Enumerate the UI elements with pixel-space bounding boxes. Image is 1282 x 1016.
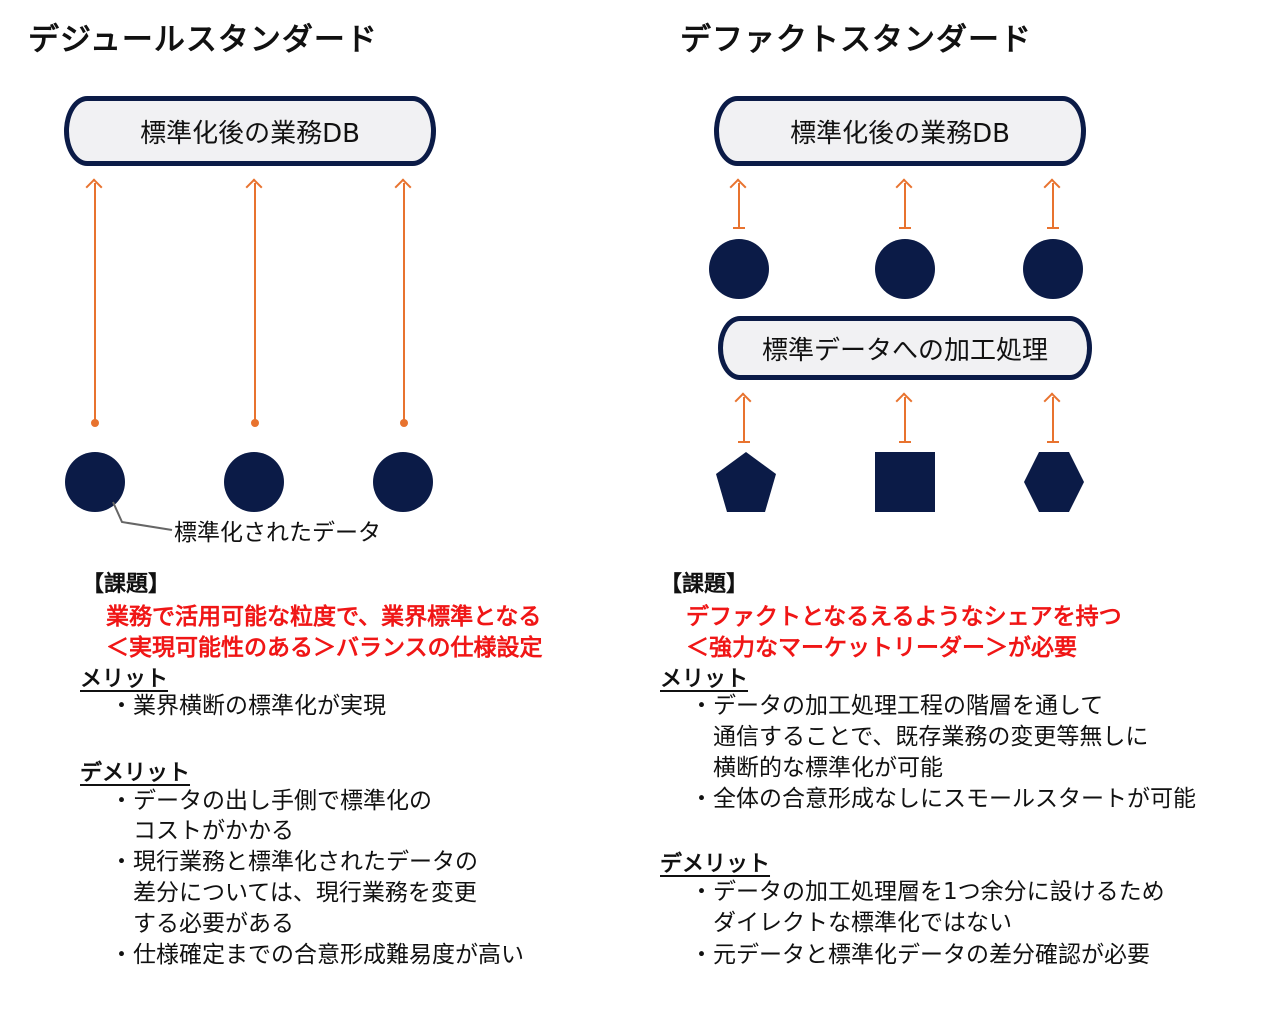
data-label-leader-line	[112, 501, 173, 531]
processed-data-circle-2	[875, 239, 935, 299]
dejure-demerit-line: コストがかかる	[133, 818, 294, 844]
dejure-issue-heading: 【課題】	[82, 572, 171, 597]
dejure-demerit-line: 差分については、現行業務を変更	[133, 880, 477, 906]
defacto-upper-arrow-1	[733, 183, 745, 229]
dejure-demerit-line: する必要がある	[133, 911, 294, 937]
defacto-lower-arrow-3	[1047, 397, 1059, 443]
defacto-title: デファクトスタンダード	[680, 22, 1032, 58]
defacto-upper-arrow-2	[899, 183, 911, 229]
defacto-issue-line-1: デファクトとなるえるようなシェアを持つ	[686, 604, 1122, 630]
defacto-merit-line: ・全体の合意形成なしにスモールスタートが可能	[690, 786, 1196, 812]
dejure-merit-heading: メリット	[80, 667, 169, 692]
standardized-data-circle-2	[224, 452, 284, 512]
dejure-merit-item: ・業界横断の標準化が実現	[110, 693, 386, 719]
defacto-demerit-line: ダイレクトな標準化ではない	[713, 910, 1012, 936]
defacto-merit-line: 通信することで、既存業務の変更等無しに	[713, 724, 1149, 750]
defacto-lower-arrow-1	[738, 397, 750, 443]
dejure-arrow-1	[91, 183, 99, 427]
defacto-issue-heading: 【課題】	[660, 572, 749, 597]
standardized-data-label: 標準化されたデータ	[174, 520, 381, 546]
defacto-lower-arrow-2	[899, 397, 911, 443]
defacto-db-label: 標準化後の業務DB	[790, 118, 1010, 149]
dejure-issue-line-2: ＜実現可能性のある＞バランスの仕様設定	[106, 635, 543, 661]
dejure-demerit-line: ・データの出し手側で標準化の	[110, 788, 432, 814]
defacto-demerit-line: ・データの加工処理層を1つ余分に設けるため	[690, 879, 1165, 905]
defacto-merit-heading: メリット	[660, 667, 749, 692]
dejure-title: デジュールスタンダード	[28, 22, 378, 58]
defacto-merit-line: ・データの加工処理工程の階層を通して	[690, 693, 1104, 719]
defacto-demerit-line: ・元データと標準化データの差分確認が必要	[690, 942, 1150, 968]
processed-data-circle-1	[709, 239, 769, 299]
defacto-db-box: 標準化後の業務DB	[714, 96, 1086, 166]
defacto-demerit-heading: デメリット	[660, 852, 771, 877]
dejure-demerit-line: ・仕様確定までの合意形成難易度が高い	[110, 942, 524, 968]
processing-layer-label: 標準データへの加工処理	[761, 335, 1048, 366]
raw-data-pentagon-icon	[716, 452, 776, 512]
dejure-db-box: 標準化後の業務DB	[64, 96, 436, 166]
dejure-arrow-2	[251, 183, 259, 427]
defacto-upper-arrow-3	[1047, 183, 1059, 229]
raw-data-square-icon	[875, 452, 935, 512]
dejure-demerit-heading: デメリット	[80, 761, 191, 786]
processing-layer-box: 標準データへの加工処理	[718, 316, 1092, 380]
defacto-merit-line: 横断的な標準化が可能	[713, 755, 943, 781]
processed-data-circle-3	[1023, 239, 1083, 299]
raw-data-hexagon-icon	[1024, 452, 1084, 512]
standardized-data-circle-1	[65, 452, 125, 512]
dejure-demerit-line: ・現行業務と標準化されたデータの	[110, 849, 478, 875]
defacto-issue-line-2: ＜強力なマーケットリーダー＞が必要	[686, 635, 1077, 661]
dejure-issue-line-1: 業務で活用可能な粒度で、業界標準となる	[106, 604, 542, 630]
dejure-db-label: 標準化後の業務DB	[140, 118, 360, 149]
standardized-data-circle-3	[373, 452, 433, 512]
dejure-arrow-3	[400, 183, 408, 427]
